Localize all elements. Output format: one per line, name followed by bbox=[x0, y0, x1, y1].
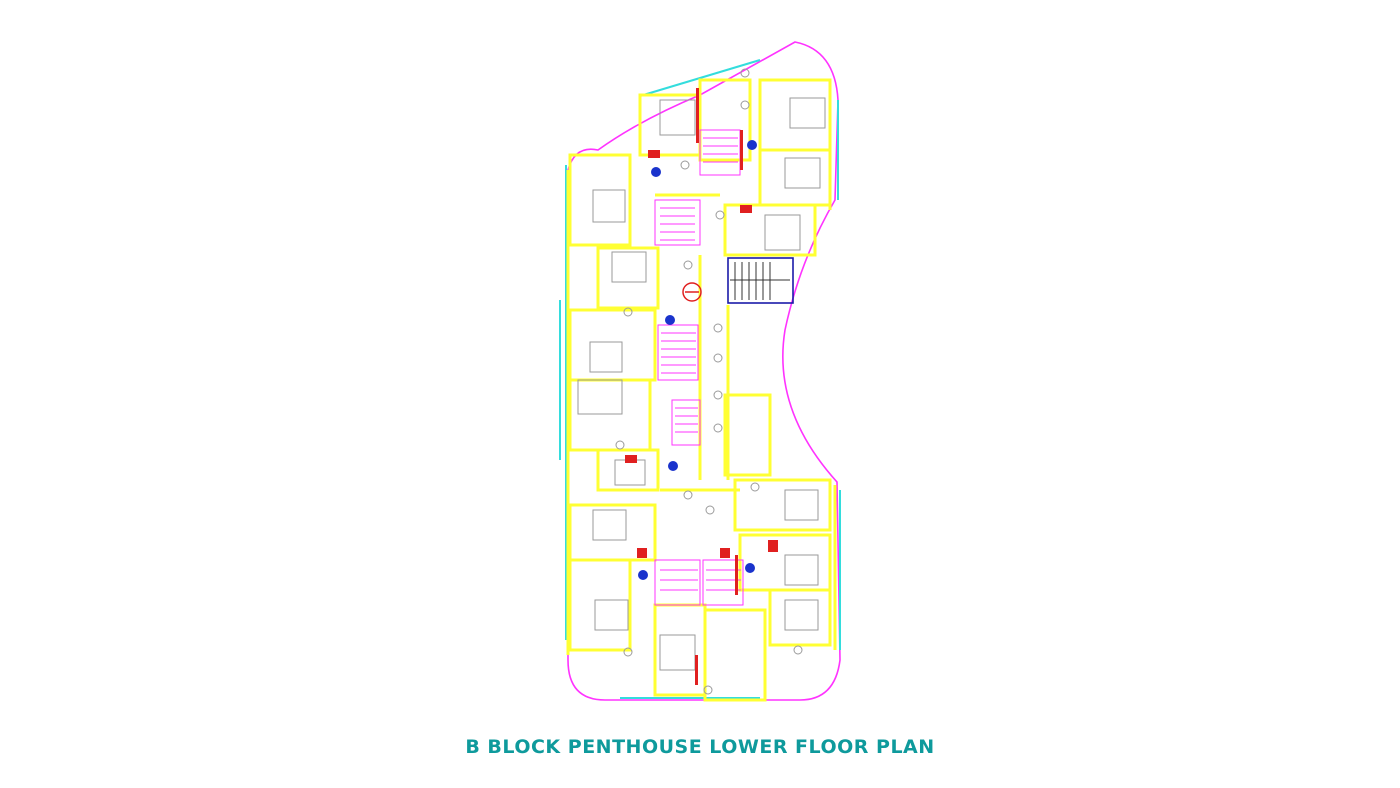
floor-plan-drawing bbox=[559, 41, 841, 702]
unit-number-badge bbox=[638, 140, 757, 580]
elevator-core bbox=[727, 257, 794, 304]
furniture-beds bbox=[577, 97, 826, 671]
bathroom-fixtures bbox=[615, 68, 803, 695]
interior-walls bbox=[566, 78, 837, 702]
building-outline bbox=[567, 41, 841, 701]
fire-extinguisher-symbol bbox=[682, 282, 702, 302]
plan-caption: B BLOCK PENTHOUSE LOWER FLOOR PLAN bbox=[465, 736, 935, 758]
stairs bbox=[654, 129, 744, 606]
glazing-lines bbox=[559, 59, 841, 699]
floor-plan bbox=[559, 41, 841, 702]
red-accents bbox=[625, 88, 778, 685]
